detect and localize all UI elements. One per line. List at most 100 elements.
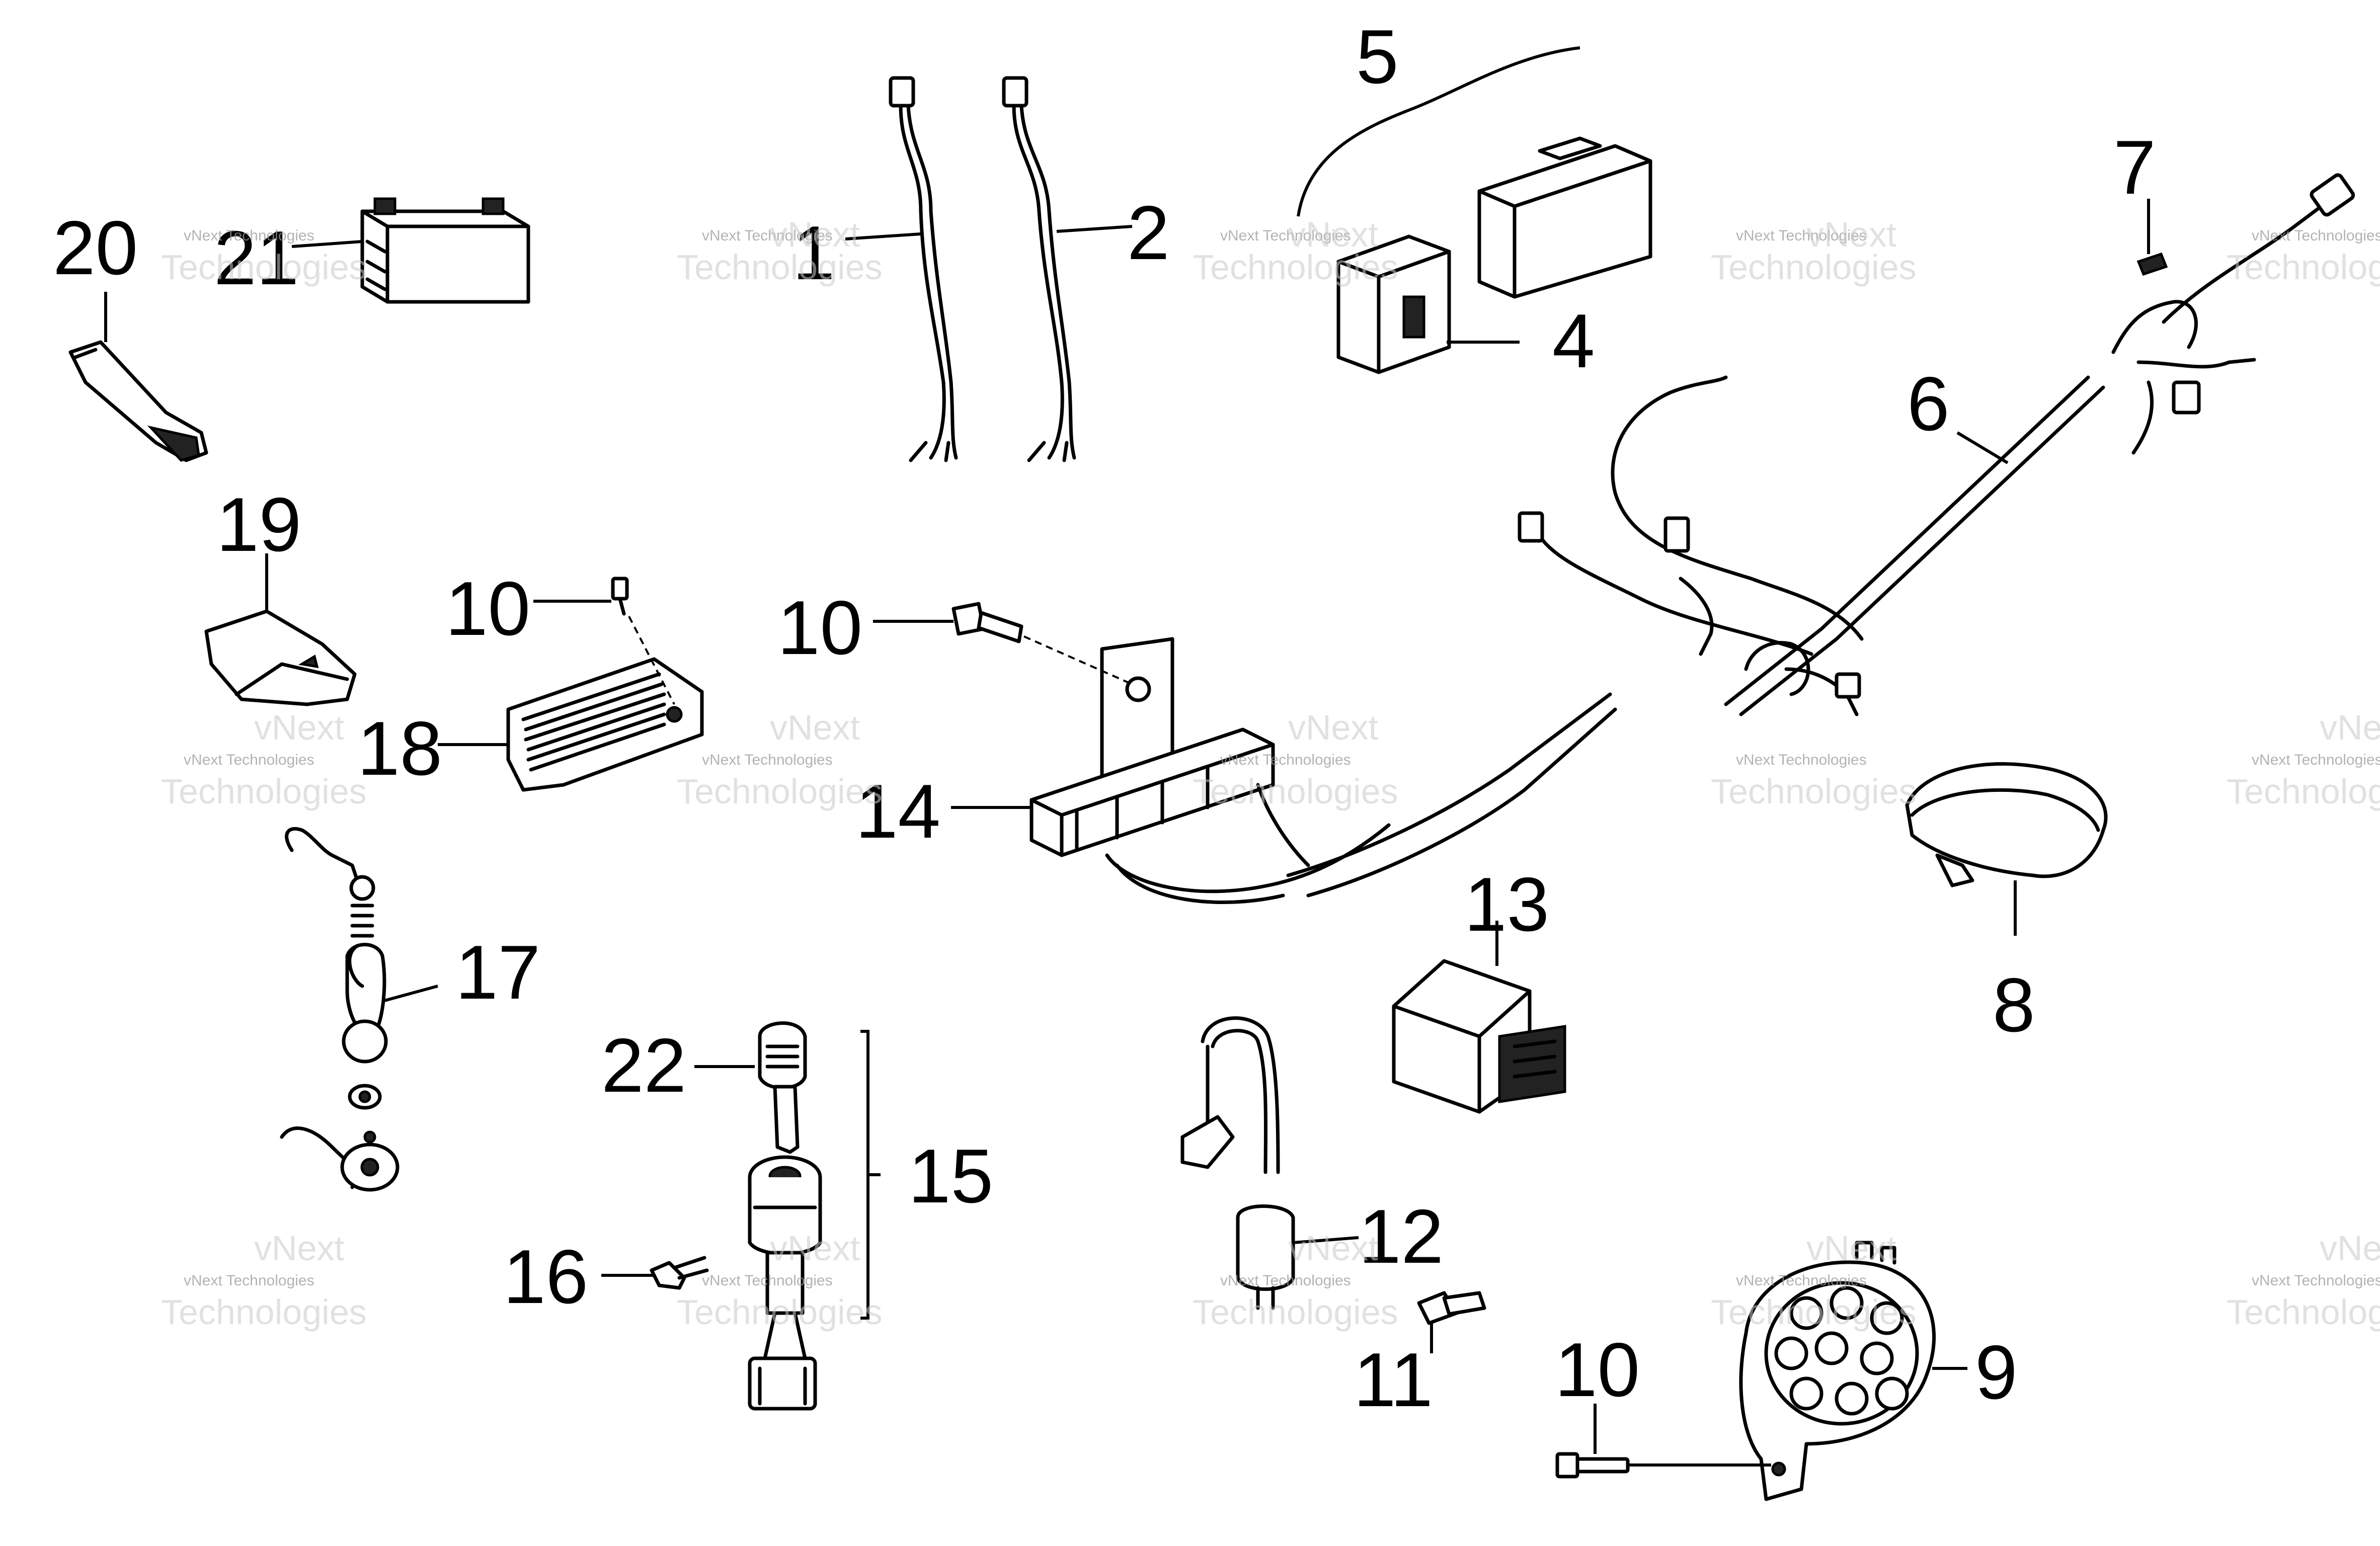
callout-1: 1 <box>792 210 835 296</box>
watermark: vNext <box>1806 1229 1896 1268</box>
watermark: vNext <box>1806 215 1896 254</box>
watermark: vNext <box>254 1229 344 1268</box>
watermark: vNext <box>1288 708 1378 747</box>
watermark: Technologies <box>677 1292 883 1332</box>
watermarks: vNext Technologies Technologies vNext Te… <box>161 215 2380 1332</box>
watermark: vNext <box>2320 1229 2380 1268</box>
callout-13: 13 <box>1464 862 1549 947</box>
watermark: Technologies <box>677 248 883 287</box>
part-22-key <box>758 1021 807 1154</box>
part-13-relay <box>1392 959 1566 1114</box>
watermark: Technologies <box>2227 772 2380 811</box>
callout-19: 19 <box>216 482 301 567</box>
callout-10a: 10 <box>445 566 530 652</box>
watermark: vNext Technologies <box>702 1272 833 1289</box>
part-7-clip <box>2136 252 2168 276</box>
callout-12: 12 <box>1359 1194 1444 1279</box>
part-5-cdi-module <box>1477 136 1652 299</box>
callout-2: 2 <box>1127 190 1170 276</box>
watermark: vNext Technologies <box>1220 752 1351 768</box>
leader-2 <box>1056 225 1133 233</box>
callout-20: 20 <box>53 205 138 291</box>
callout-10b: 10 <box>777 585 862 671</box>
watermark: vNext Technologies <box>184 227 314 244</box>
watermark: vNext Technologies <box>1220 1272 1351 1289</box>
part-4-relay <box>1336 234 1451 374</box>
part-14-starter-relay <box>1029 637 1617 904</box>
callout-10c: 10 <box>1555 1327 1640 1413</box>
watermark: Technologies <box>2227 248 2380 287</box>
watermark: vNext <box>770 215 860 254</box>
watermark: Technologies <box>1193 1292 1398 1332</box>
bracket-5 <box>1297 46 1580 217</box>
callout-15: 15 <box>908 1133 993 1219</box>
part-18-regulator <box>506 657 704 792</box>
part-11-bolt <box>1417 1291 1486 1325</box>
dash-10a <box>628 616 675 705</box>
watermark: Technologies <box>1711 1292 1917 1332</box>
callout-7: 7 <box>2113 125 2156 210</box>
watermark: vNext Technologies <box>2252 752 2380 768</box>
watermark: vNext Technologies <box>702 752 833 768</box>
leader-17 <box>382 985 438 1003</box>
watermark: vNext Technologies <box>702 227 833 244</box>
watermark: vNext Technologies <box>2252 227 2380 244</box>
callout-16: 16 <box>503 1234 588 1320</box>
watermark: vNext Technologies <box>184 1272 314 1289</box>
watermark: vNext Technologies <box>1220 227 1351 244</box>
leader-6 <box>1956 431 2009 464</box>
watermark: Technologies <box>161 1292 367 1332</box>
callout-9: 9 <box>1975 1330 2018 1415</box>
leader-1 <box>845 232 921 240</box>
callout-22: 22 <box>601 1023 686 1108</box>
leader-21 <box>291 240 363 248</box>
callout-21: 21 <box>214 215 299 301</box>
callout-5: 5 <box>1356 14 1399 100</box>
watermark: Technologies <box>161 772 367 811</box>
part-15-ignition-switch <box>748 1155 822 1411</box>
callout-6: 6 <box>1907 361 1950 447</box>
part-10-bolt-b <box>951 602 1023 643</box>
part-12-ignition-coil <box>1180 1016 1295 1310</box>
watermark: Technologies <box>677 772 883 811</box>
part-1-wire-lead <box>889 76 958 462</box>
watermark: vNext <box>254 708 344 747</box>
bracket-15 <box>860 1030 881 1320</box>
part-8-switch-cover <box>1905 762 2108 887</box>
watermark: vNext Technologies <box>1736 752 1867 768</box>
watermark: vNext Technologies <box>1736 227 1867 244</box>
part-20-fuse-holder <box>68 340 208 462</box>
watermark: vNext <box>2320 708 2380 747</box>
callout-17: 17 <box>455 930 540 1015</box>
watermark: vNext Technologies <box>1736 1272 1867 1289</box>
watermark: vNext <box>770 1229 860 1268</box>
callout-14: 14 <box>855 769 940 854</box>
part-10-bolt-c <box>1555 1452 1630 1479</box>
watermark: vNext Technologies <box>2252 1272 2380 1289</box>
watermark: Technologies <box>2227 1292 2380 1332</box>
callout-18: 18 <box>357 706 442 791</box>
leader-12 <box>1293 1236 1359 1244</box>
part-16-terminal <box>650 1256 709 1290</box>
watermark: Technologies <box>1193 248 1398 287</box>
part-10-screw-a <box>611 577 629 616</box>
watermark: Technologies <box>161 248 367 287</box>
callout-11: 11 <box>1354 1337 1433 1423</box>
watermark: Technologies <box>1193 772 1398 811</box>
part-17-stop-switch <box>280 827 400 1192</box>
watermark: vNext <box>770 708 860 747</box>
watermark: Technologies <box>1711 248 1917 287</box>
watermark: vNext <box>1288 1229 1378 1268</box>
part-21-battery <box>360 197 530 304</box>
callout-4: 4 <box>1552 298 1595 384</box>
part-19-cover <box>204 609 357 706</box>
watermark: Technologies <box>1711 772 1917 811</box>
watermark: vNext <box>1288 215 1378 254</box>
part-9-horn <box>1739 1241 1936 1501</box>
part-2-wire-lead <box>1002 76 1076 462</box>
callout-8: 8 <box>1993 962 2035 1048</box>
dash-10b <box>1023 635 1133 685</box>
part-6-wiring-harness <box>1518 173 2355 716</box>
watermark: vNext Technologies <box>184 752 314 768</box>
